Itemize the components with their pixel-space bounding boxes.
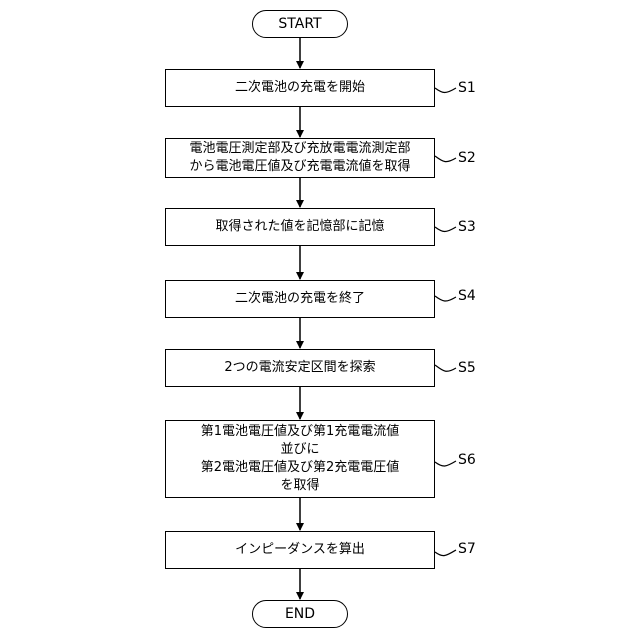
end-terminal: END — [252, 600, 348, 628]
leader-line-s7 — [435, 550, 456, 556]
step-text-s1: 二次電池の充電を開始 — [235, 79, 365, 97]
step-label-s3: S3 — [458, 219, 476, 235]
leader-line-s5 — [435, 365, 456, 371]
leader-line-s3 — [435, 227, 456, 232]
step-text-s7: インピーダンスを算出 — [235, 541, 365, 559]
leader-line-s4 — [435, 296, 456, 301]
step-box-s7: インピーダンスを算出 — [165, 531, 435, 569]
step-label-s6: S6 — [458, 452, 476, 468]
step-box-s5: 2つの電流安定区間を探索 — [165, 349, 435, 387]
step-text-s5: 2つの電流安定区間を探索 — [224, 359, 375, 377]
step-box-s1: 二次電池の充電を開始 — [165, 69, 435, 107]
step-text-s6: 第1電池電圧値及び第1充電電流値 並びに 第2電池電圧値及び第2充電電圧値 を取… — [201, 423, 400, 495]
step-label-s2: S2 — [458, 150, 476, 166]
step-box-s6: 第1電池電圧値及び第1充電電流値 並びに 第2電池電圧値及び第2充電電圧値 を取… — [165, 420, 435, 498]
step-box-s4: 二次電池の充電を終了 — [165, 280, 435, 318]
step-box-s2: 電池電圧測定部及び充放電電流測定部 から電池電圧値及び充電電流値を取得 — [165, 138, 435, 178]
start-label: START — [278, 16, 321, 32]
step-label-s7: S7 — [458, 541, 476, 557]
step-text-s4: 二次電池の充電を終了 — [235, 290, 365, 308]
step-box-s3: 取得された値を記憶部に記憶 — [165, 208, 435, 246]
step-label-s1: S1 — [458, 80, 476, 96]
leader-line-s1 — [435, 88, 456, 93]
leader-line-s6 — [435, 461, 456, 466]
leader-line-s2 — [435, 156, 456, 162]
step-label-s4: S4 — [458, 288, 476, 304]
start-terminal: START — [252, 10, 348, 38]
step-label-s5: S5 — [458, 360, 476, 376]
step-text-s3: 取得された値を記憶部に記憶 — [215, 218, 384, 236]
step-text-s2: 電池電圧測定部及び充放電電流測定部 から電池電圧値及び充電電流値を取得 — [189, 140, 410, 176]
end-label: END — [285, 606, 315, 622]
